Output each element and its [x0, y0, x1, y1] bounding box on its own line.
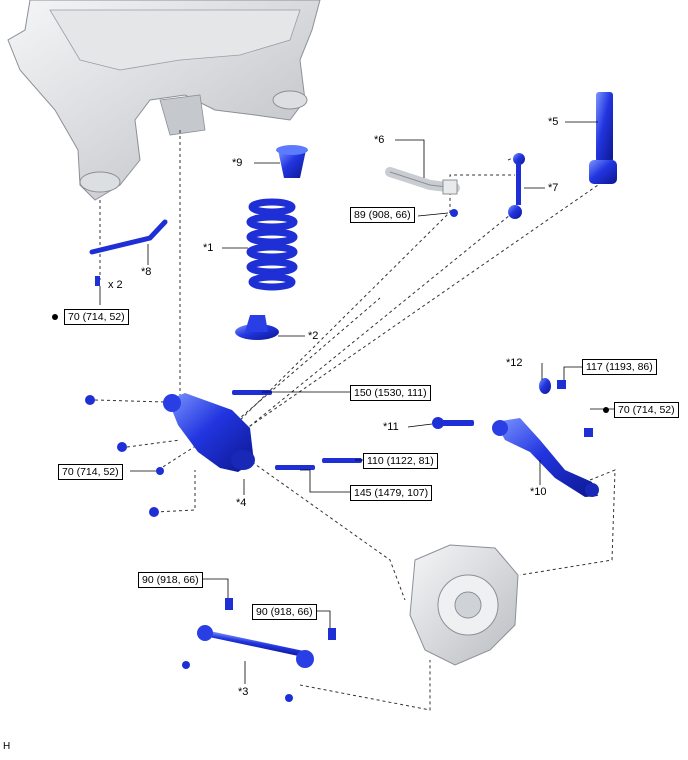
torque-upper-arm-right: 70 (714, 52)	[614, 402, 679, 418]
callout-part-10: *10	[530, 486, 547, 498]
upper-arm	[432, 378, 599, 497]
precoat-mark	[52, 314, 58, 320]
figure-code: H	[3, 741, 11, 752]
torque-toe-link-right: 90 (918, 66)	[252, 604, 317, 620]
lower-spring-insulator	[235, 315, 279, 340]
shock-absorber	[589, 92, 617, 184]
callout-part-8: *8	[141, 266, 152, 278]
callout-part-6: *6	[374, 134, 385, 146]
torque-upper-arm-top: 117 (1193, 86)	[582, 359, 657, 375]
callout-part-3: *3	[238, 686, 249, 698]
quantity-label: x 2	[108, 279, 123, 291]
toe-link	[182, 598, 336, 702]
callout-part-7: *7	[548, 182, 559, 194]
callout-part-11: *11	[383, 421, 399, 433]
stabilizer-bar	[385, 167, 460, 217]
leader-lines	[99, 121, 614, 684]
callout-part-9: *9	[232, 157, 243, 169]
torque-lower-arm-left: 70 (714, 52)	[58, 464, 123, 480]
callout-part-4: *4	[236, 497, 247, 509]
rear-subframe	[7, 0, 321, 201]
lower-arm	[85, 393, 255, 517]
torque-lower-arm-bottom: 145 (1479, 107)	[350, 485, 433, 501]
rear-axle-carrier	[409, 544, 519, 666]
coil-spring	[246, 198, 298, 291]
callout-part-1: *1	[203, 242, 214, 254]
torque-bracket-bolt: 70 (714, 52)	[64, 309, 129, 325]
callout-part-12: *12	[506, 357, 523, 369]
precoat-mark	[603, 407, 609, 413]
upper-spring-insulator	[276, 145, 308, 178]
torque-lower-arm-mid: 110 (1122, 81)	[363, 453, 438, 469]
stabilizer-link	[508, 153, 525, 219]
torque-lower-arm-front: 150 (1530, 111)	[350, 385, 431, 401]
torque-stabilizer-nut: 89 (908, 66)	[350, 207, 415, 223]
torque-toe-link-left: 90 (918, 66)	[138, 572, 203, 588]
callout-part-2: *2	[308, 330, 319, 342]
callout-part-5: *5	[548, 116, 559, 128]
bracket	[89, 219, 168, 286]
lower-arm-bolts	[232, 390, 362, 470]
